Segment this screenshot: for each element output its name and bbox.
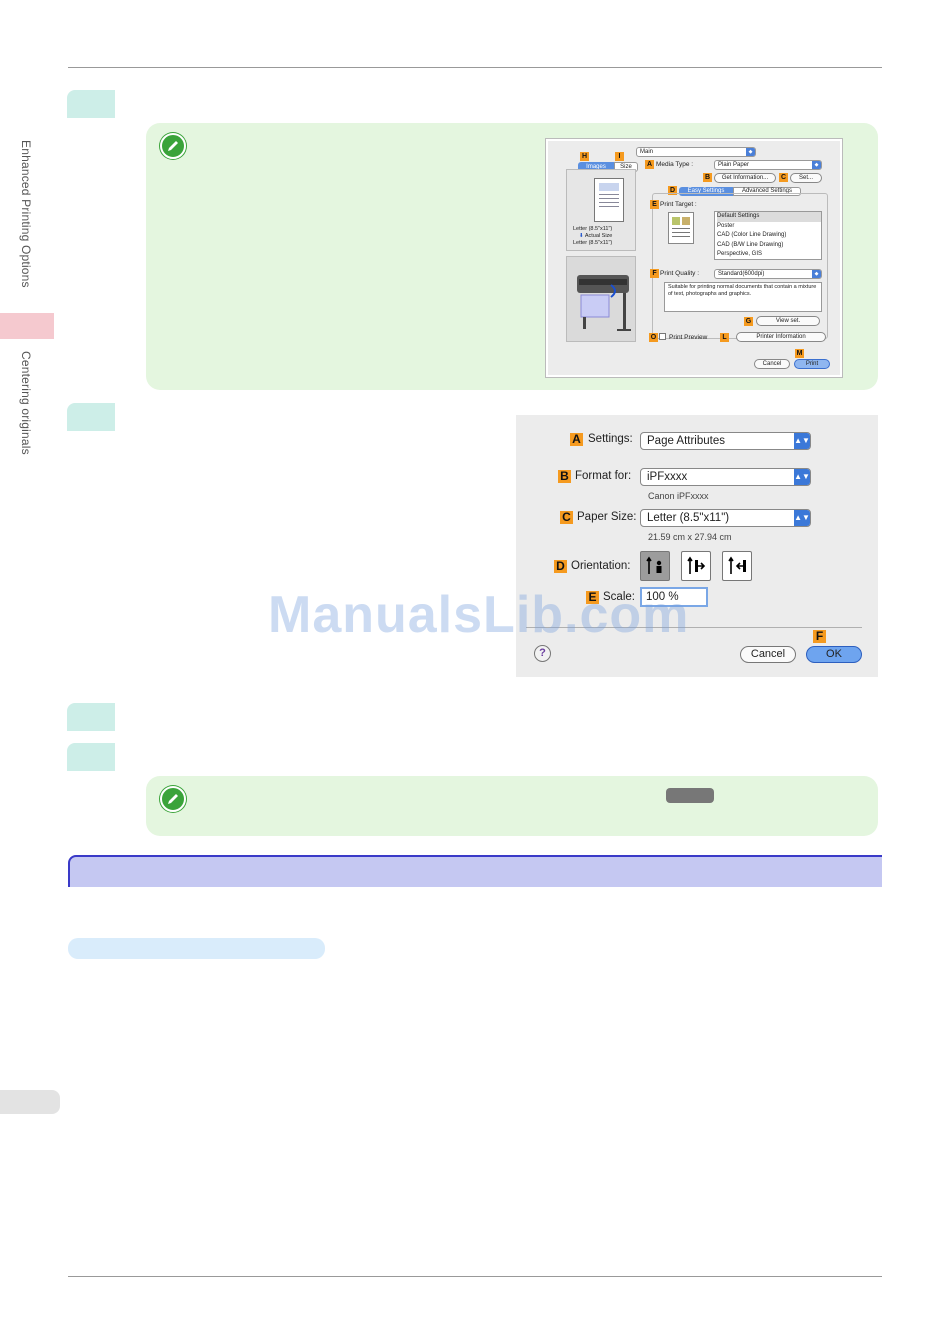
print-button[interactable]: Print [794, 359, 830, 369]
print-preview-label: Print Preview [669, 334, 708, 341]
scale-label: Scale: [603, 591, 635, 603]
print-quality-popup[interactable]: Standard(600dpi)◆ [714, 269, 822, 279]
note-box-2 [146, 776, 878, 836]
letter-f: F [813, 630, 826, 643]
letter-m: M [795, 349, 804, 358]
paper-size-popup[interactable]: Letter (8.5"x11")▲▼ [640, 509, 811, 527]
settings-label: Settings: [588, 433, 633, 445]
sidebar-page-tab[interactable] [0, 1090, 60, 1114]
step-marker-3 [67, 703, 115, 731]
list-item[interactable]: Poster [717, 222, 735, 229]
letter-i: I [615, 152, 624, 161]
paper-size-line-2: ⬇ Actual Size [579, 233, 613, 239]
tab-advanced-settings[interactable]: Advanced Settings [733, 187, 801, 196]
landscape-right-icon[interactable] [722, 551, 752, 581]
paper-size-line-1: Letter (8.5"x11") [573, 226, 613, 232]
watermark: ManualsLib.com [268, 586, 690, 644]
step-marker-2 [67, 403, 115, 431]
letter-b: B [703, 173, 712, 182]
settings-popup[interactable]: Page Attributes▲▼ [640, 432, 811, 450]
sidebar-section-label: Enhanced Printing Options [19, 140, 33, 288]
set-button[interactable]: Set... [790, 173, 822, 183]
ok-button[interactable]: OK [806, 646, 862, 663]
footer-rule [68, 1276, 882, 1277]
list-item[interactable]: CAD (B/W Line Drawing) [717, 241, 784, 248]
pencil-note-icon [160, 133, 186, 159]
header-rule [68, 67, 882, 68]
letter-e: E [586, 591, 599, 604]
letter-d: D [668, 186, 677, 195]
print-target-list[interactable]: Default Settings Poster CAD (Color Line … [714, 211, 822, 260]
print-preview-checkbox[interactable] [659, 333, 666, 340]
subsection-header-bar [68, 938, 325, 959]
media-type-popup[interactable]: Plain Paper◆ [714, 160, 822, 170]
list-item[interactable]: Default Settings [717, 212, 821, 222]
letter-a: A [570, 433, 583, 446]
letter-g: G [744, 317, 753, 326]
orientation-label: Orientation: [571, 560, 631, 572]
step-marker-1 [67, 90, 115, 118]
help-icon[interactable]: ? [534, 645, 551, 662]
print-target-label: Print Target : [660, 201, 697, 208]
letter-d: D [554, 560, 567, 573]
quality-description: Suitable for printing normal documents t… [664, 282, 822, 312]
paper-size-label: Paper Size: [577, 511, 637, 523]
letter-c: C [779, 173, 788, 182]
tab-images[interactable]: Images [578, 162, 614, 172]
get-information-button[interactable]: Get Information... [714, 173, 776, 183]
format-sub: Canon iPFxxxx [648, 491, 709, 501]
scale-input[interactable]: 100 % [640, 587, 708, 607]
step-marker-4 [67, 743, 115, 771]
tab-easy-settings[interactable]: Easy Settings [679, 187, 733, 196]
preview-pane: Letter (8.5"x11") ⬇ Actual Size Letter (… [566, 169, 636, 251]
print-target-thumbnail [668, 212, 694, 244]
letter-e: E [650, 200, 659, 209]
letter-b: B [558, 470, 571, 483]
printer-image [566, 256, 636, 342]
media-type-label: Media Type : [656, 161, 694, 168]
portrait-orientation-icon[interactable] [640, 551, 670, 581]
list-item[interactable]: Perspective, GIS [717, 251, 763, 257]
printer-information-button[interactable]: Printer Information [736, 332, 826, 342]
format-label: Format for: [575, 470, 632, 482]
letter-c: C [560, 511, 573, 524]
list-item[interactable]: CAD (Color Line Drawing) [717, 232, 787, 238]
page-thumbnail [594, 178, 624, 222]
pencil-note-icon [160, 786, 186, 812]
cancel-button[interactable]: Cancel [740, 646, 796, 663]
print-dialog-screenshot: Main◆ H I Images Size Letter (8.5"x11") … [546, 139, 842, 377]
format-popup[interactable]: iPFxxxx▲▼ [640, 468, 811, 486]
letter-f: F [650, 269, 659, 278]
view-set-button[interactable]: View set. [756, 316, 820, 326]
letter-h: H [580, 152, 589, 161]
paper-size-line-3: Letter (8.5"x11") [573, 240, 613, 246]
print-quality-label: Print Quality : [660, 270, 700, 277]
landscape-left-icon[interactable] [681, 551, 711, 581]
dialog-divider [526, 627, 862, 628]
cancel-button[interactable]: Cancel [754, 359, 790, 369]
sidebar-marker [0, 313, 54, 339]
letter-a: A [645, 160, 654, 169]
paper-size-sub: 21.59 cm x 27.94 cm [648, 532, 732, 542]
link-badge[interactable] [666, 788, 714, 803]
section-header-bar [68, 855, 882, 887]
letter-l: L [720, 333, 729, 342]
main-popup[interactable]: Main◆ [636, 147, 756, 157]
letter-o: O [649, 333, 658, 342]
sidebar-topic-label: Centering originals [19, 351, 33, 455]
page-setup-dialog: A Settings: Page Attributes▲▼ B Format f… [516, 415, 878, 677]
